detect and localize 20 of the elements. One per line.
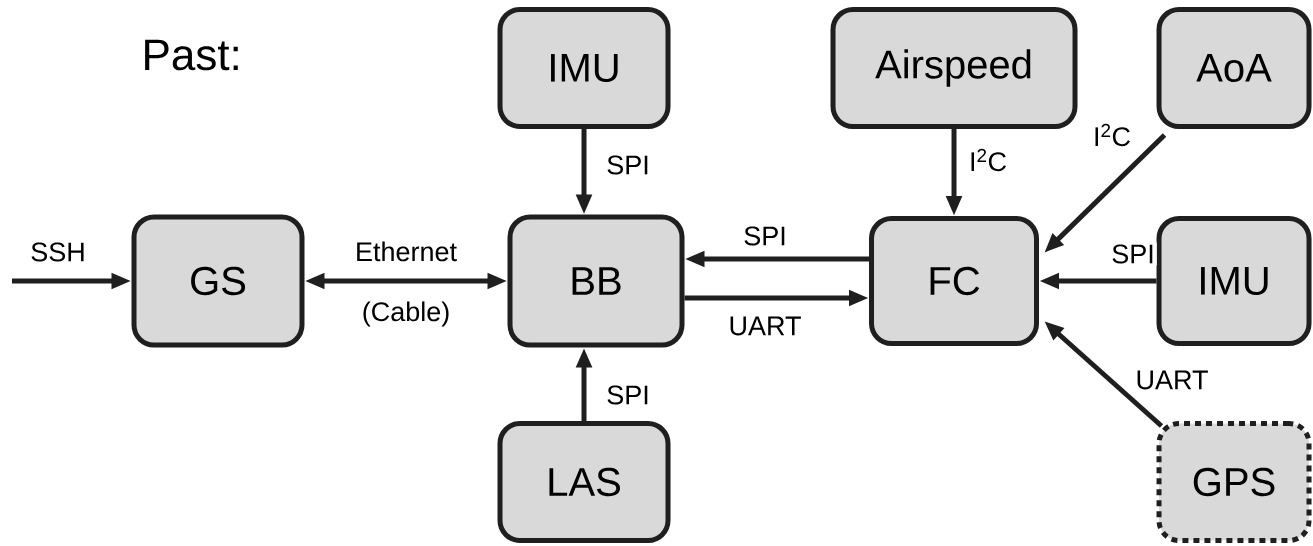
edge-label: Ethernet (Cable) <box>357 241 457 327</box>
edge-label: SSH <box>28 240 88 264</box>
edge-label: I$^{2}$C <box>1091 121 1133 149</box>
component-box: IMU <box>497 7 671 129</box>
edge-label: UART <box>1133 368 1211 392</box>
edge-label: UART <box>726 314 804 338</box>
edge-label: SPI <box>741 224 789 248</box>
component-box: GPS <box>1156 421 1312 543</box>
edge-label: I$^{2}$C <box>967 146 1009 174</box>
edge-label: SPI <box>604 383 652 407</box>
component-box: Airspeed <box>830 7 1078 129</box>
component-box: AoA <box>1156 7 1312 129</box>
edge-label: SPI <box>604 153 652 177</box>
edge-label: SPI <box>1109 242 1157 266</box>
component-box: LAS <box>497 421 671 543</box>
component-box: IMU <box>1156 216 1312 346</box>
component-box: GS <box>131 214 305 348</box>
component-box: FC <box>869 216 1039 346</box>
title: Past: <box>145 39 238 71</box>
component-box: BB <box>507 214 685 348</box>
